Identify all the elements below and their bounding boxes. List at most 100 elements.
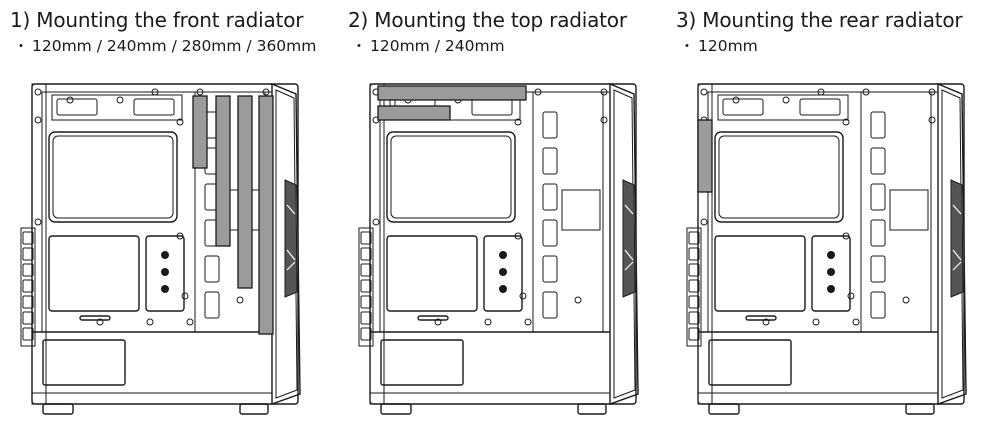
screw-hole [116, 96, 124, 104]
screw-hole [812, 318, 820, 326]
drive-slot [204, 255, 220, 283]
psu-cutout [380, 339, 464, 386]
case-foot [577, 403, 607, 415]
expansion-slot [688, 263, 700, 277]
drive-slot [542, 255, 558, 283]
drive-slot [870, 291, 886, 319]
expansion-slot [360, 231, 372, 245]
cable-cutout [145, 235, 185, 312]
shroud-handle [79, 315, 111, 321]
expansion-slot [360, 247, 372, 261]
top-slot [799, 98, 841, 116]
screw-hole [236, 296, 244, 304]
screw-hole [574, 296, 582, 304]
front-mesh [622, 179, 636, 298]
radiator-120mm [697, 119, 713, 193]
expansion-slot [360, 311, 372, 325]
radiator-360mm [258, 95, 274, 335]
rear-panel [369, 83, 385, 405]
expansion-slot [360, 295, 372, 309]
screw-hole [176, 118, 184, 126]
cpu-cutout-inner [718, 135, 840, 219]
shroud-cutout [48, 235, 140, 312]
screw-hole [146, 318, 154, 326]
cpu-cutout [714, 131, 844, 223]
radiator-sizes-text: 120mm / 240mm [370, 37, 505, 55]
case-foot [905, 403, 935, 415]
screw-hole [902, 296, 910, 304]
drive-slot [870, 111, 886, 139]
radiator-sizes: ・120mm / 240mm [348, 36, 505, 56]
front-bezel-inner [613, 89, 636, 399]
mesh-highlight [286, 204, 296, 271]
screw-hole [928, 116, 936, 124]
expansion-bracket [686, 227, 702, 347]
panel-title: 2) Mounting the top radiator [348, 8, 627, 32]
pc-case-diagram [20, 82, 301, 415]
shroud-cutout [714, 235, 806, 312]
rear-panel [31, 83, 47, 405]
radiator-120mm [192, 95, 208, 169]
grommet [161, 251, 169, 259]
screw-hole [847, 292, 855, 300]
drive-slot [542, 219, 558, 247]
screw-hole [186, 318, 194, 326]
ssd-bay [889, 189, 929, 231]
screw-hole [66, 96, 74, 104]
radiator-sizes: ・120mm [676, 36, 758, 56]
panel-front-radiator: 1) Mounting the front radiator ・120mm / … [10, 0, 340, 444]
case-foot [239, 403, 269, 415]
cpu-cutout-inner [52, 135, 174, 219]
expansion-slot [360, 263, 372, 277]
screw-hole [782, 96, 790, 104]
case-foot [42, 403, 74, 415]
screw-hole [181, 292, 189, 300]
radiator-280mm [237, 95, 253, 289]
expansion-slot [688, 247, 700, 261]
mesh-highlight [952, 204, 962, 271]
cpu-cutout [386, 131, 516, 223]
top-bracket [717, 94, 849, 121]
grommet [161, 285, 169, 293]
grommet [499, 268, 507, 276]
panel-rear-radiator: 3) Mounting the rear radiator ・120mm [676, 0, 1005, 444]
screw-hole [484, 318, 492, 326]
screw-hole [700, 88, 708, 96]
screw-hole [732, 96, 740, 104]
cpu-cutout-inner [390, 135, 512, 219]
screw-hole [34, 116, 42, 124]
expansion-bracket [20, 227, 36, 347]
front-bezel-inner [275, 89, 298, 399]
expansion-slot [688, 327, 700, 341]
screw-hole [700, 218, 708, 226]
screw-hole [600, 116, 608, 124]
expansion-slot [688, 295, 700, 309]
grommet [499, 251, 507, 259]
radiator-240mm [377, 85, 527, 101]
top-bracket [51, 94, 183, 121]
cpu-cutout [48, 131, 178, 223]
grommet [827, 251, 835, 259]
screw-hole [34, 218, 42, 226]
grommet [499, 285, 507, 293]
mesh-highlight [624, 204, 634, 271]
screw-hole [842, 118, 850, 126]
screw-hole [514, 118, 522, 126]
psu-cutout [42, 339, 126, 386]
drive-slot [204, 291, 220, 319]
pc-case-diagram [686, 82, 967, 415]
drive-slot [542, 111, 558, 139]
expansion-slot [22, 263, 34, 277]
case-foot [708, 403, 740, 415]
radiator-120mm [377, 105, 451, 121]
expansion-slot [22, 231, 34, 245]
motherboard-tray [379, 91, 611, 333]
bullet: ・ [680, 39, 694, 55]
top-slot [56, 98, 98, 116]
expansion-slot [688, 311, 700, 325]
drive-slot [870, 219, 886, 247]
expansion-slot [22, 279, 34, 293]
pc-case-diagram [358, 82, 639, 415]
front-mesh [950, 179, 964, 298]
drive-slot [870, 255, 886, 283]
